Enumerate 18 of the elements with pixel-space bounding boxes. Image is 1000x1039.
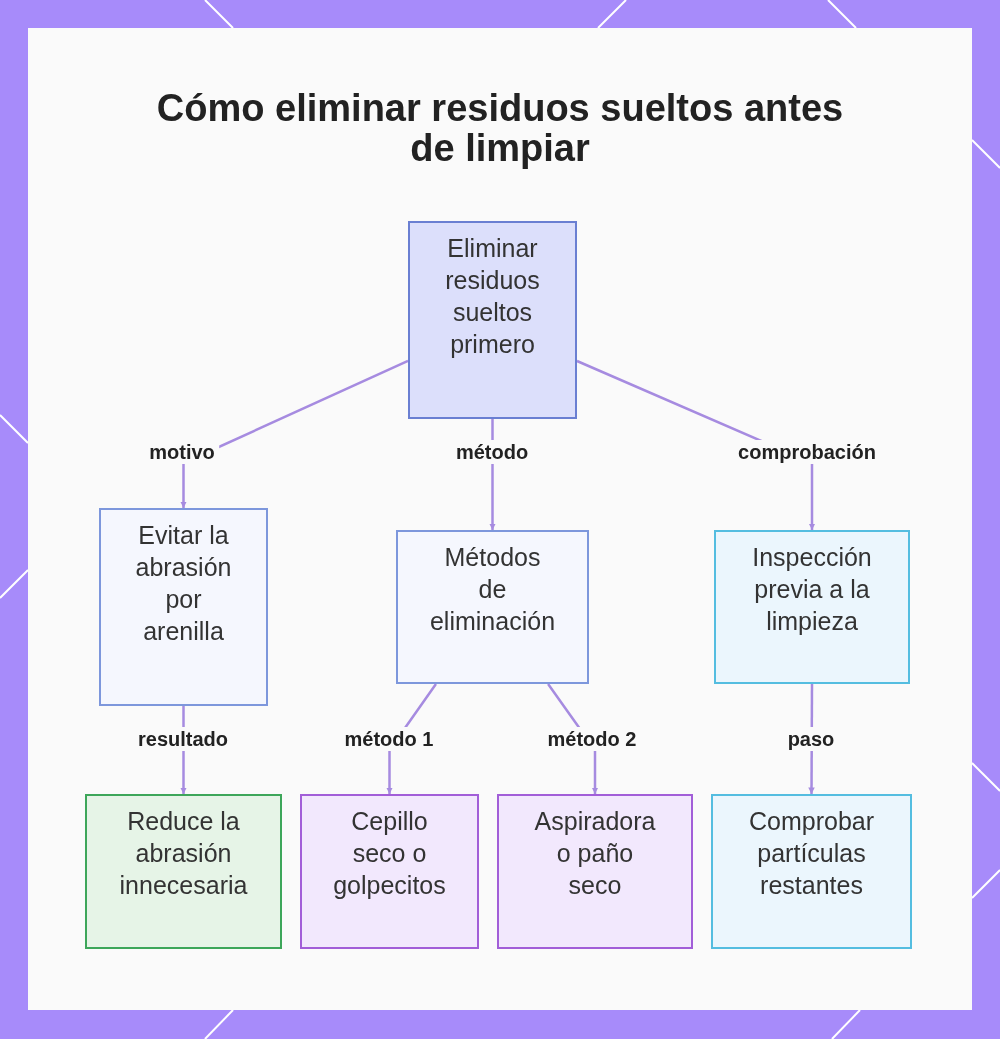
node-text: Cepillo seco o golpecitos: [332, 806, 447, 901]
process-box: [396, 530, 589, 684]
node-text: Reduce la abrasión innecesaria: [118, 806, 249, 901]
process-box: [497, 794, 693, 949]
node-text: Inspección previa a la limpieza: [751, 542, 873, 637]
diagram-title: Cómo eliminar residuos sueltos antes de limpiar: [155, 88, 845, 168]
arrow: [180, 359, 409, 508]
node-text: Comprobar partículas restantes: [747, 806, 876, 901]
process-box: [85, 794, 282, 949]
process-box: [711, 794, 912, 949]
process-box: [99, 508, 268, 706]
node-text: Evitar la abrasión por arenilla: [134, 520, 233, 647]
process-box: [408, 221, 577, 419]
node-text: Eliminar residuos sueltos primero: [444, 233, 541, 360]
node-text: Métodos de eliminación: [429, 542, 556, 637]
process-box: [300, 794, 479, 949]
node-text: Aspiradora o paño seco: [533, 806, 657, 901]
process-box: [714, 530, 910, 684]
